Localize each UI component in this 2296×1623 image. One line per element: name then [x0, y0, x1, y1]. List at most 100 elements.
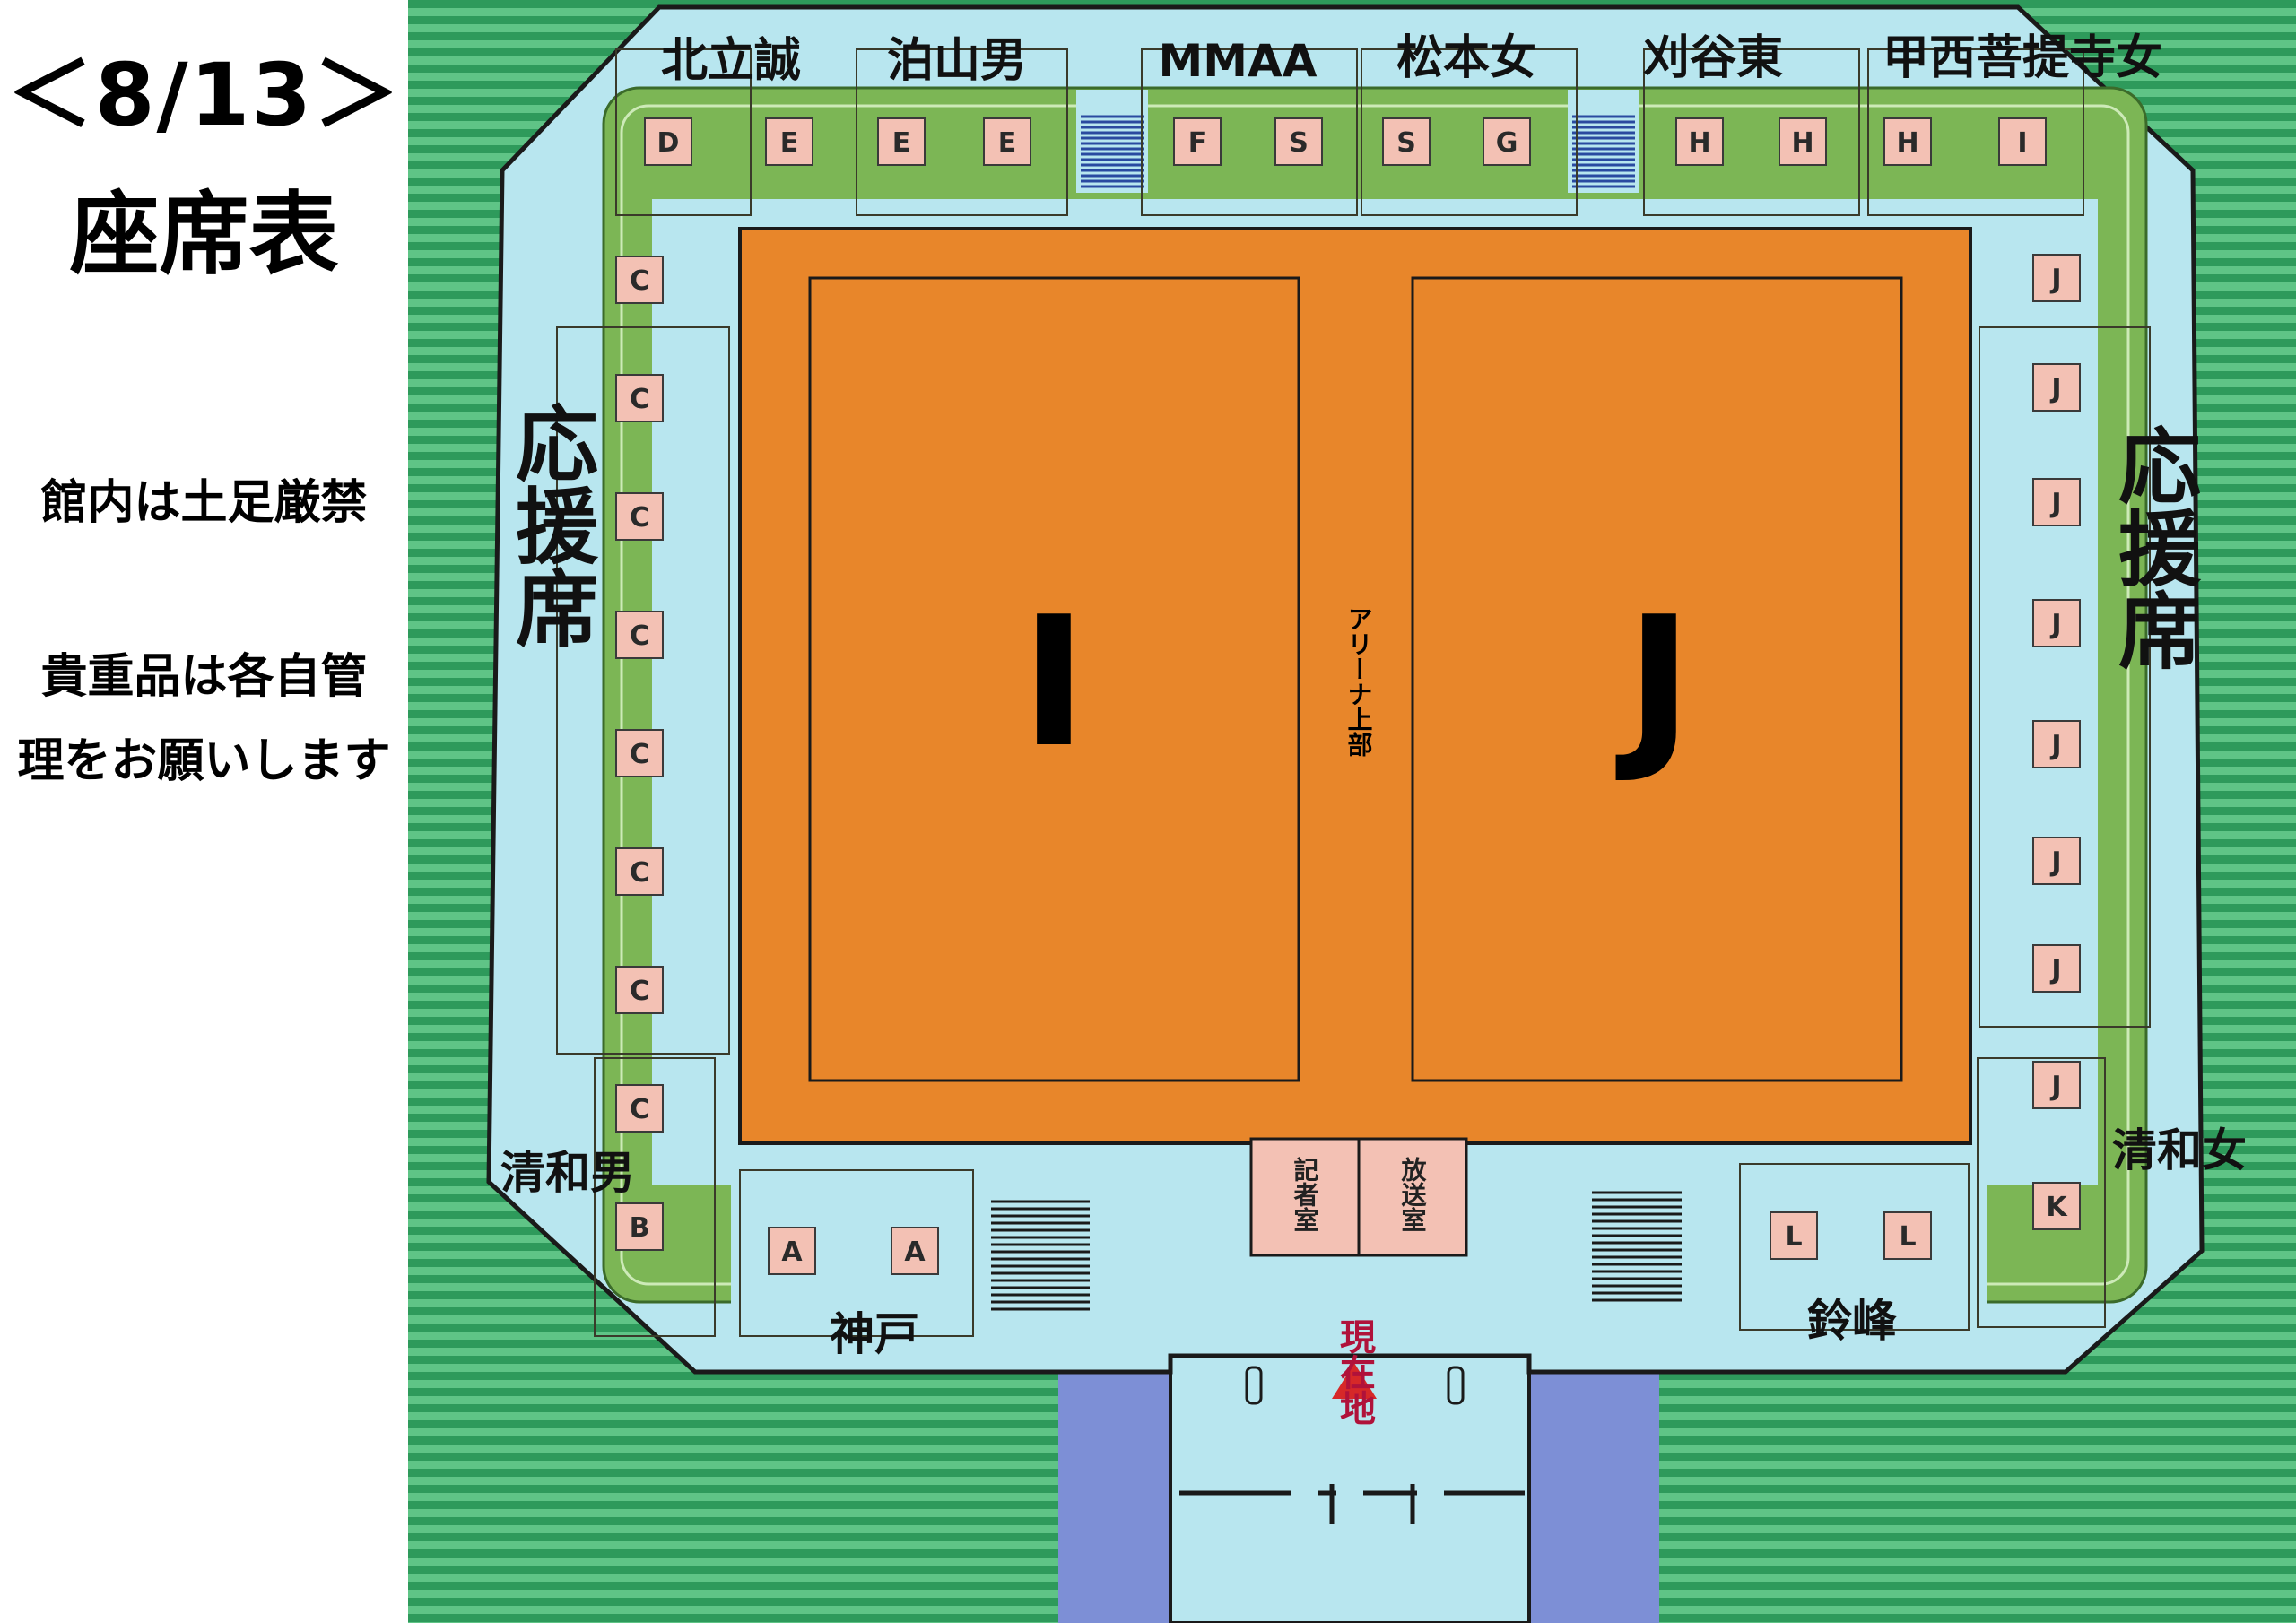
page-title: 座席表	[69, 182, 339, 287]
seat-letter: B	[630, 1212, 650, 1244]
seat-bottom-right-0: L	[1770, 1211, 1818, 1260]
seat-letter: J	[2049, 609, 2061, 640]
seat-letter: C	[630, 976, 649, 1007]
arena-court	[738, 227, 1972, 1145]
seat-letter: J	[2049, 730, 2061, 761]
seat-top-4: F	[1173, 117, 1222, 166]
seat-letter: F	[1188, 127, 1207, 159]
seat-left-3: C	[615, 611, 664, 659]
door-mark-left	[1245, 1366, 1263, 1405]
seat-left-0: C	[615, 256, 664, 304]
seat-letter: H	[1791, 127, 1813, 159]
seat-top-1: E	[765, 117, 813, 166]
seat-right-8: K	[2032, 1182, 2081, 1230]
seating-map: I J アリーナ上部 記者室 放送室 現在地 D E E E F S S G H H H I C C C C C…	[408, 0, 2296, 1623]
seat-bottom-left-1: A	[891, 1227, 939, 1275]
seat-left-8: B	[615, 1202, 664, 1251]
notice-valuables-line2: 理をお願いします	[17, 734, 391, 788]
seat-right-5: J	[2032, 837, 2081, 885]
date-title: ＜8/13＞	[6, 45, 402, 145]
seat-blocks: D E E E F S S G H H H I C C C C C C C C B J J J J J J J J K A A L L	[615, 117, 2081, 1275]
seat-letter: L	[1899, 1221, 1916, 1253]
venue-floor-plan: I J アリーナ上部 記者室 放送室 現在地 D E E E F S S G H H H I C C C C C…	[486, 4, 2247, 1623]
seat-top-7: G	[1483, 117, 1531, 166]
press-room-label: 記者室	[1291, 1156, 1320, 1232]
seat-letter: J	[2049, 846, 2061, 878]
entrance-dash-line	[1179, 1484, 1525, 1524]
seat-letter: D	[657, 127, 680, 159]
seat-letter: C	[630, 621, 649, 652]
broadcast-room-label: 放送室	[1398, 1156, 1428, 1232]
seat-letter: S	[1289, 127, 1309, 159]
seat-letter: I	[2017, 127, 2027, 159]
team-label-seiwa-female: 清和女	[2112, 1124, 2247, 1176]
seat-letter: S	[1396, 127, 1416, 159]
seat-letter: J	[2049, 1071, 2061, 1102]
team-label-mmaa: MMAA	[1159, 35, 1318, 87]
current-location-label: 現在地	[1334, 1318, 1376, 1426]
seat-bottom-right-1: L	[1883, 1211, 1932, 1260]
seat-right-1: J	[2032, 363, 2081, 412]
team-label-seiwa-male: 清和男	[500, 1147, 635, 1199]
stairs-top-left	[1076, 90, 1148, 193]
seat-top-5: S	[1274, 117, 1323, 166]
seat-right-4: J	[2032, 720, 2081, 768]
court-i-boundary	[808, 276, 1300, 1082]
seat-letter: C	[630, 739, 649, 770]
seat-top-3: E	[983, 117, 1031, 166]
current-location-marker	[1332, 1363, 1377, 1399]
seat-top-11: I	[1998, 117, 2047, 166]
seat-right-2: J	[2032, 478, 2081, 526]
seat-letter: H	[1896, 127, 1918, 159]
arena-upper-label: アリーナ上部	[1344, 606, 1374, 757]
seat-right-7: J	[2032, 1061, 2081, 1109]
stairs-top-right	[1568, 90, 1639, 193]
stairs-bottom-left	[987, 1193, 1144, 1327]
seat-letter: J	[2049, 488, 2061, 519]
seat-right-6: J	[2032, 944, 2081, 993]
team-label-kobe: 神戸	[830, 1308, 919, 1360]
press-room	[1249, 1137, 1361, 1257]
stairs-bottom-right	[1578, 1184, 1735, 1318]
seat-letter: A	[904, 1237, 926, 1268]
seat-letter: G	[1496, 127, 1518, 159]
team-label-kariyahigashi: 刈谷東	[1643, 31, 1783, 85]
left-panel: ＜8/13＞ 座席表 館内は土足厳禁 貴重品は各自管 理をお願いします	[0, 0, 408, 1623]
team-label-kitatatsusei: 北立誠	[661, 34, 801, 88]
door-mark-right	[1447, 1366, 1465, 1405]
seat-top-8: H	[1675, 117, 1724, 166]
support-seats-right-label: 応援席	[2105, 423, 2201, 671]
court-j-label: J	[1615, 578, 1692, 787]
seat-letter: L	[1785, 1221, 1802, 1253]
seat-letter: E	[780, 127, 799, 159]
seat-letter: J	[2049, 264, 2061, 295]
seat-right-3: J	[2032, 599, 2081, 647]
seat-letter: C	[630, 857, 649, 889]
seat-letter: K	[2046, 1192, 2068, 1223]
support-seats-left-label: 応援席	[502, 401, 598, 648]
seat-letter: J	[2049, 954, 2061, 985]
seat-top-2: E	[877, 117, 926, 166]
seat-letter: C	[630, 265, 649, 297]
seat-letter: E	[892, 127, 911, 159]
seat-left-5: C	[615, 847, 664, 896]
notice-valuables-line1: 貴重品は各自管	[40, 650, 368, 704]
seat-left-7: C	[615, 1084, 664, 1133]
seat-top-6: S	[1382, 117, 1431, 166]
team-label-tomariyama: 泊山男	[887, 34, 1027, 88]
seat-top-10: H	[1883, 117, 1932, 166]
seat-left-1: C	[615, 374, 664, 422]
seat-letter: C	[630, 502, 649, 534]
seat-letter: E	[998, 127, 1017, 159]
court-i-label: I	[1021, 578, 1087, 787]
seat-letter: C	[630, 384, 649, 415]
seat-bottom-left-0: A	[768, 1227, 816, 1275]
seat-left-6: C	[615, 966, 664, 1014]
seat-letter: C	[630, 1094, 649, 1125]
seat-top-0: D	[644, 117, 692, 166]
seat-letter: A	[781, 1237, 803, 1268]
team-label-kosai: 甲西菩提寺女	[1883, 31, 2162, 85]
seat-right-0: J	[2032, 254, 2081, 302]
notice-no-shoes: 館内は土足厳禁	[40, 476, 368, 530]
seat-top-9: H	[1779, 117, 1827, 166]
